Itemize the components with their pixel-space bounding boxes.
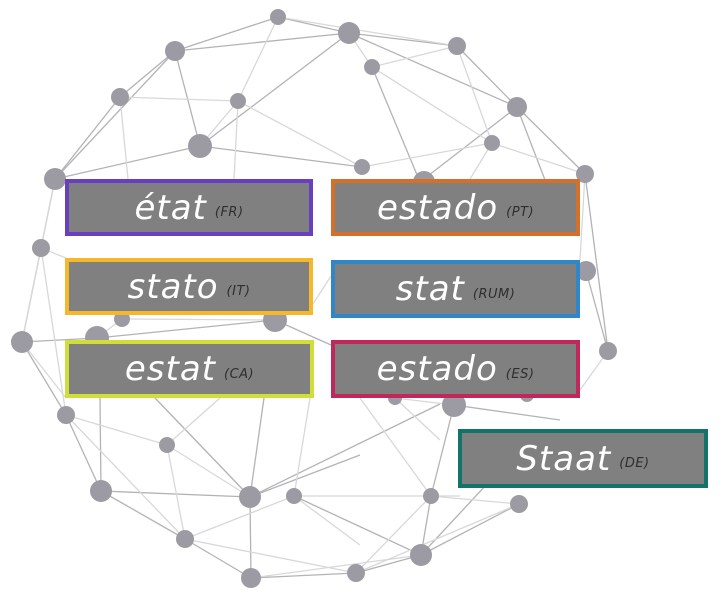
lang-code-ca: (CA) (224, 366, 255, 382)
word-rum: stat (395, 269, 465, 309)
word-es: estado (376, 349, 498, 389)
word-fr: état (134, 187, 207, 228)
translation-box-es: estado (ES) (331, 340, 580, 398)
word-ca: estat (124, 349, 216, 389)
word-it: stato (127, 266, 219, 307)
translation-box-rum: stat (RUM) (331, 260, 580, 318)
lang-code-es: (ES) (505, 366, 535, 382)
lang-code-de: (DE) (619, 456, 650, 471)
network-edges (21, 16, 609, 579)
translation-box-de: Staat (DE) (458, 429, 708, 488)
lang-code-it: (IT) (226, 284, 251, 299)
translation-box-fr: état (FR) (65, 179, 313, 236)
lang-code-pt: (PT) (506, 205, 535, 220)
translation-box-ca: estat (CA) (65, 340, 314, 398)
word-de: Staat (516, 438, 612, 479)
lang-code-rum: (RUM) (472, 286, 516, 302)
translation-box-pt: estado (PT) (331, 179, 580, 236)
translation-box-it: stato (IT) (65, 258, 313, 315)
word-pt: estado (376, 187, 499, 228)
lang-code-fr: (FR) (214, 205, 244, 220)
network-nodes (11, 9, 617, 588)
